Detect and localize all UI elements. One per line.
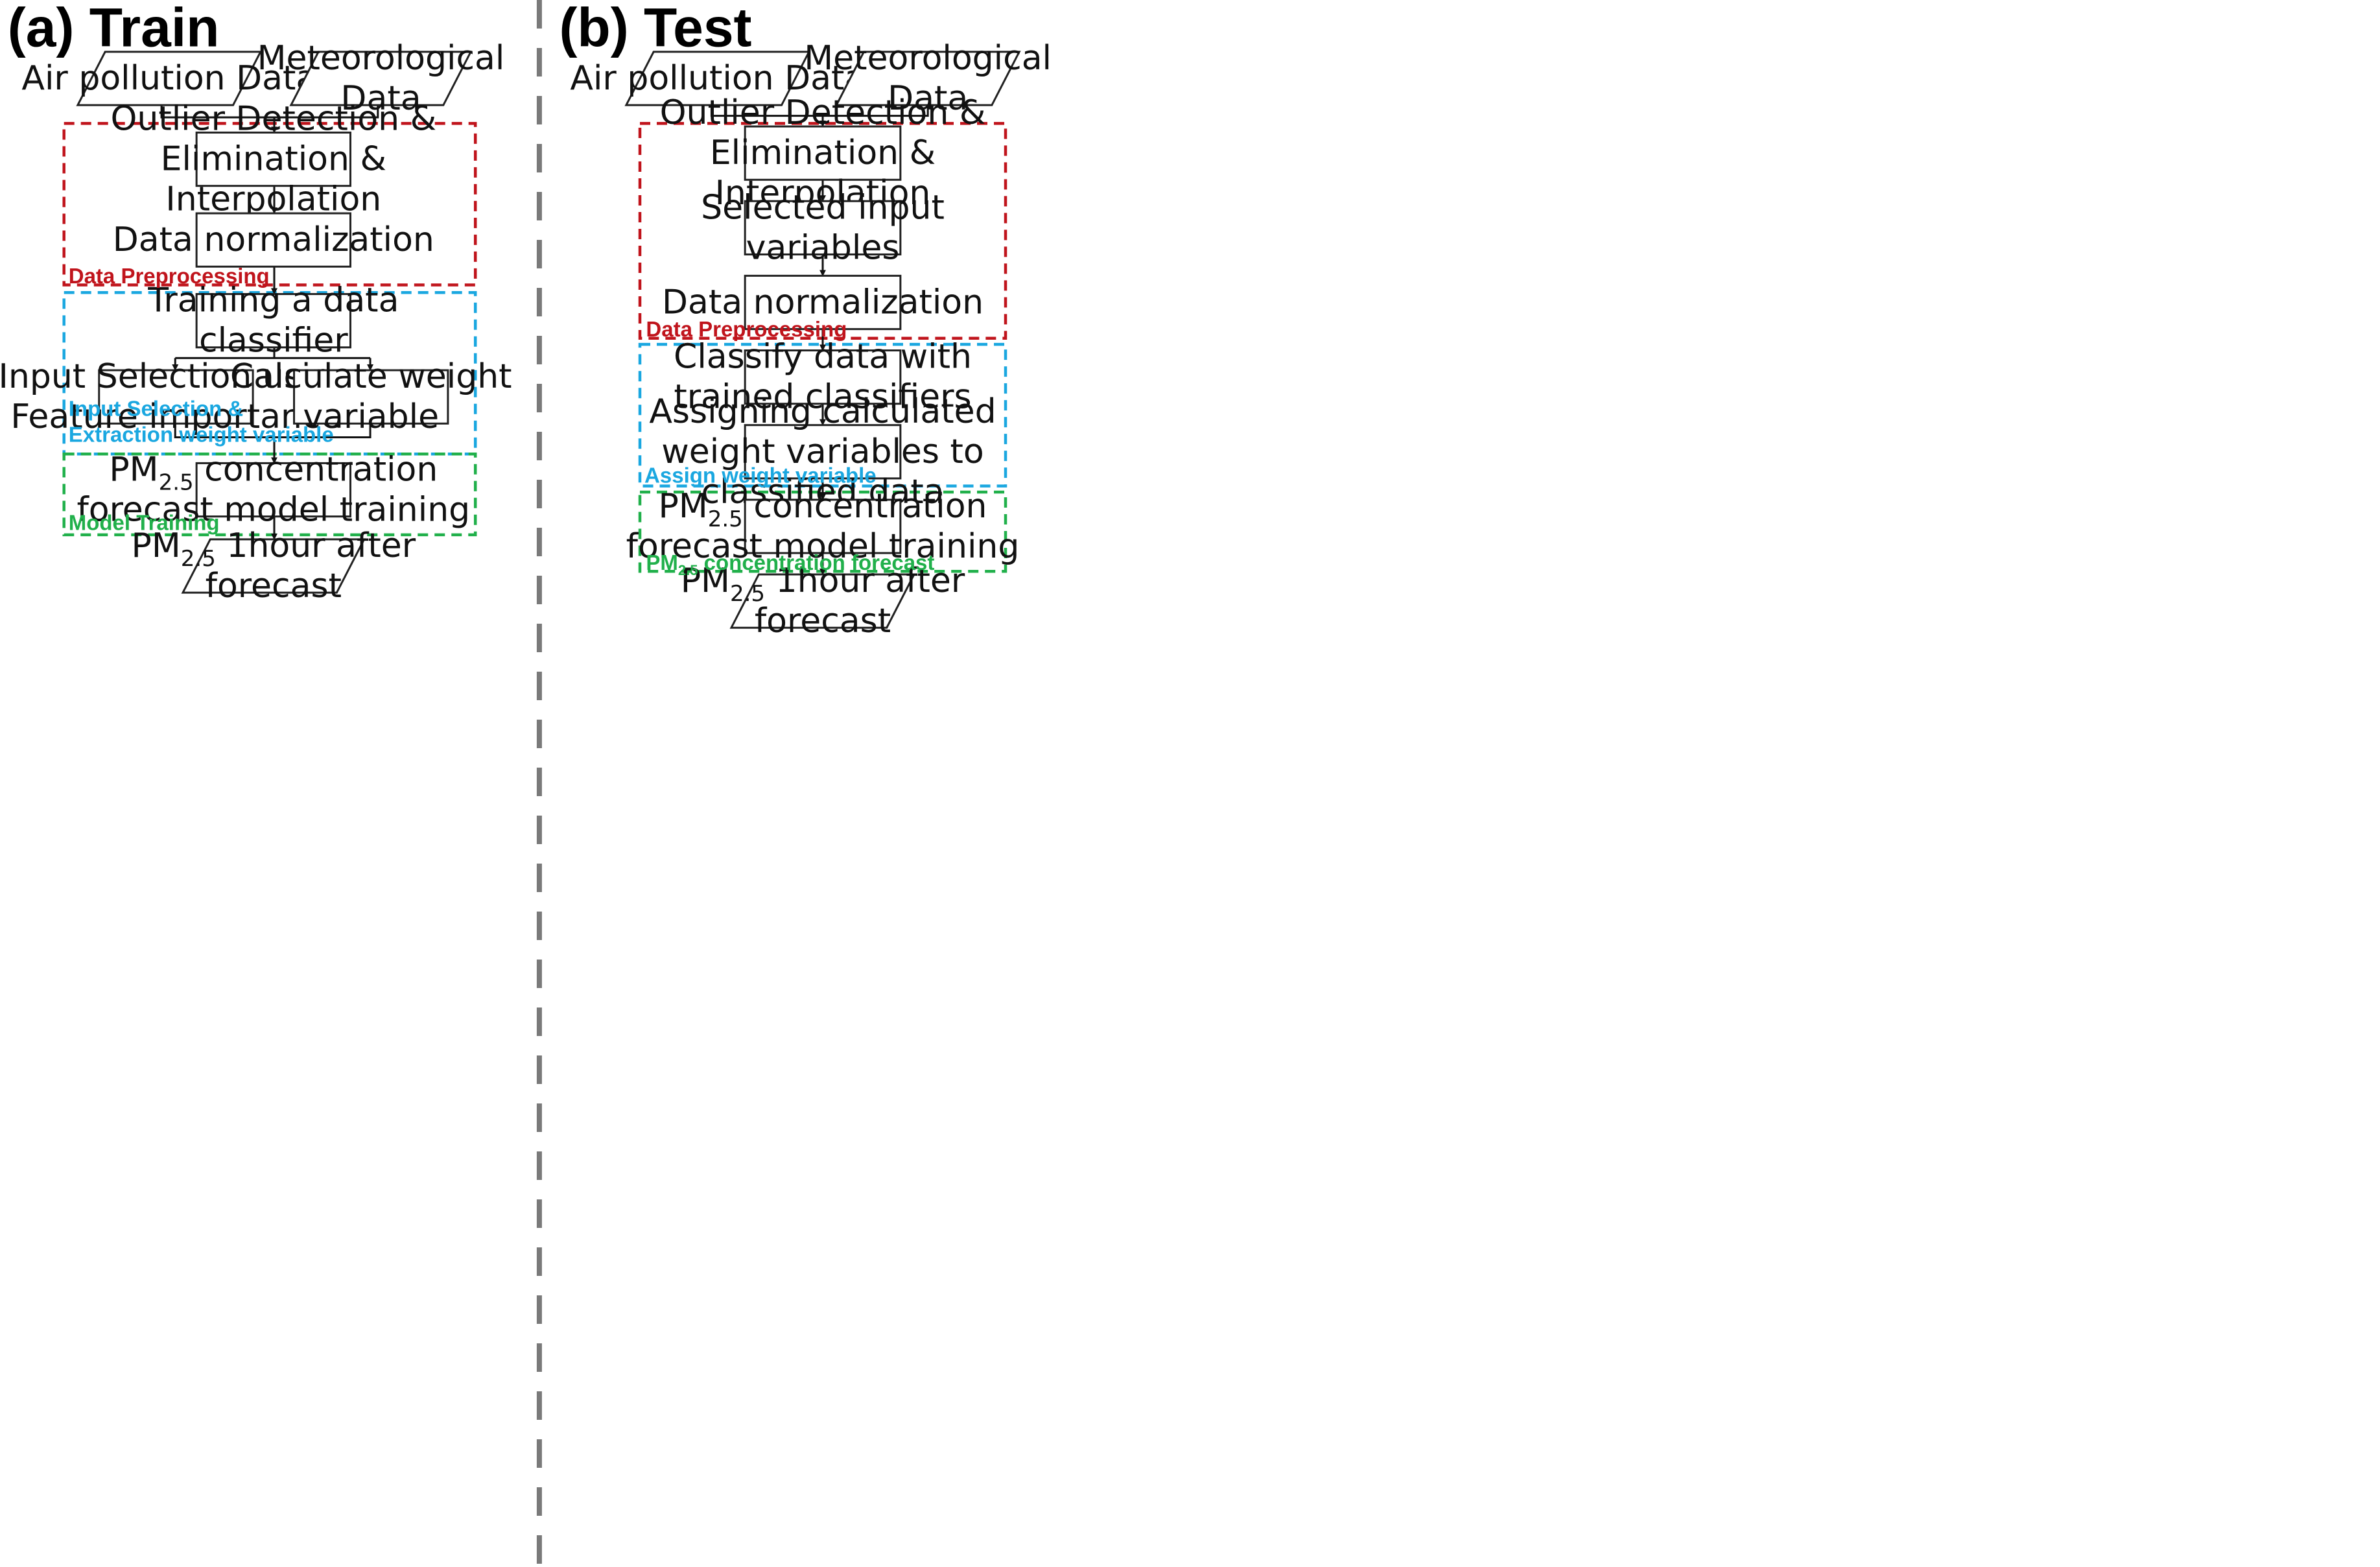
test-node-norm-box	[744, 274, 902, 331]
train-node-outlier-text: Outlier Detection &	[110, 100, 436, 139]
test-node-outlier-box	[744, 125, 902, 181]
test-panel-title: (b) Test	[559, 0, 751, 58]
train-node-weight-box	[293, 369, 449, 425]
train-edge-merge-inputs	[160, 105, 379, 119]
test-group-assign-label: Assign weight variable	[644, 464, 877, 488]
test-node-assign-text: Assigning calculated	[649, 392, 996, 431]
train-node-norm-text: Data normalization	[113, 220, 434, 259]
train-node-inputsel-box	[98, 369, 254, 425]
test-node-norm: Data normalization	[662, 274, 984, 331]
train-node-pmout-box	[181, 538, 366, 594]
train-panel-title: (a) Train	[8, 0, 220, 58]
test-edge-merge-inputs	[710, 105, 929, 117]
train-group-model	[62, 453, 477, 537]
train-node-air: Air pollution Data	[21, 51, 316, 106]
test-node-met-text: Meteorological	[804, 39, 1052, 78]
train-node-classifier-text: Training a data	[147, 281, 399, 320]
train-node-weight-text: Calculate weight	[230, 357, 512, 396]
train-edge-merge-sel	[174, 423, 371, 438]
train-group-pre-label: Data Preprocessing	[69, 264, 270, 288]
test-node-air-box	[624, 51, 811, 106]
train-node-outlier: Outlier Detection &Elimination &Interpol…	[110, 100, 436, 219]
train-node-pmtrain-text: forecast model training	[77, 491, 470, 530]
test-node-pmout-box	[729, 573, 916, 629]
test-node-air-text: Air pollution Data	[570, 59, 865, 98]
test-node-pmtrain-box	[744, 499, 902, 554]
train-node-classifier-text: classifier	[199, 322, 348, 360]
test-node-selected-box	[744, 200, 902, 255]
train-node-met-text: Data	[340, 79, 421, 118]
train-node-pmout-text: forecast	[206, 567, 342, 606]
test-node-classify-box	[744, 349, 902, 405]
test-node-assign-text: weight variables to	[661, 432, 984, 471]
train-node-pmtrain-box	[195, 462, 351, 518]
test-node-selected-text: Selected input	[701, 188, 945, 227]
train-node-weight-text: variable	[303, 397, 439, 436]
test-node-pmtrain-text: PM2.5 concentration	[659, 487, 987, 532]
test-node-norm-text: Data normalization	[662, 283, 984, 322]
test-node-assign-box	[744, 424, 902, 480]
test-node-air: Air pollution Data	[570, 51, 865, 106]
test-node-met-box	[834, 51, 1021, 106]
test-node-pmtrain-text: forecast model training	[626, 527, 1020, 566]
test-node-met-text: Data	[888, 79, 968, 118]
train-node-inputsel-text: Feature importance	[10, 397, 341, 436]
train-node-met-box	[289, 51, 473, 106]
train-node-outlier-text: Elimination &	[161, 140, 386, 179]
train-node-classifier-box	[195, 293, 351, 349]
train-node-air-text: Air pollution Data	[21, 59, 316, 98]
test-node-classify-text: Classify data with	[674, 338, 972, 377]
train-node-pmtrain-text: PM2.5 concentration	[109, 451, 438, 496]
train-node-met-text: Meteorological	[257, 39, 505, 78]
test-group-fc-label: PM2.5 concentration forecast	[646, 550, 934, 579]
train-group-model-label: Model Training	[69, 511, 220, 535]
train-node-norm: Data normalization	[113, 212, 434, 268]
test-node-classify-text: trained classifiers	[674, 378, 971, 417]
test-group-pre-label: Data Preprocessing	[646, 317, 847, 341]
test-node-pmout-text: forecast	[755, 602, 891, 641]
train-node-norm-box	[195, 212, 351, 268]
train-group-sel-label: Extraction weight variable	[69, 422, 334, 446]
test-node-outlier-text: Outlier Detection &	[660, 93, 986, 132]
train-node-air-box	[76, 51, 263, 106]
test-node-selected-text: variables	[746, 228, 900, 267]
test-node-pmout-text: PM2.5 1hour after	[681, 561, 965, 607]
train-node-pmout-text: PM2.5 1hour after	[132, 526, 416, 572]
train-group-sel-label: Input Selection &	[69, 396, 244, 420]
train-node-outlier-box	[195, 131, 351, 187]
test-node-outlier-text: Elimination &	[710, 134, 936, 172]
train-group-pre	[62, 122, 477, 287]
